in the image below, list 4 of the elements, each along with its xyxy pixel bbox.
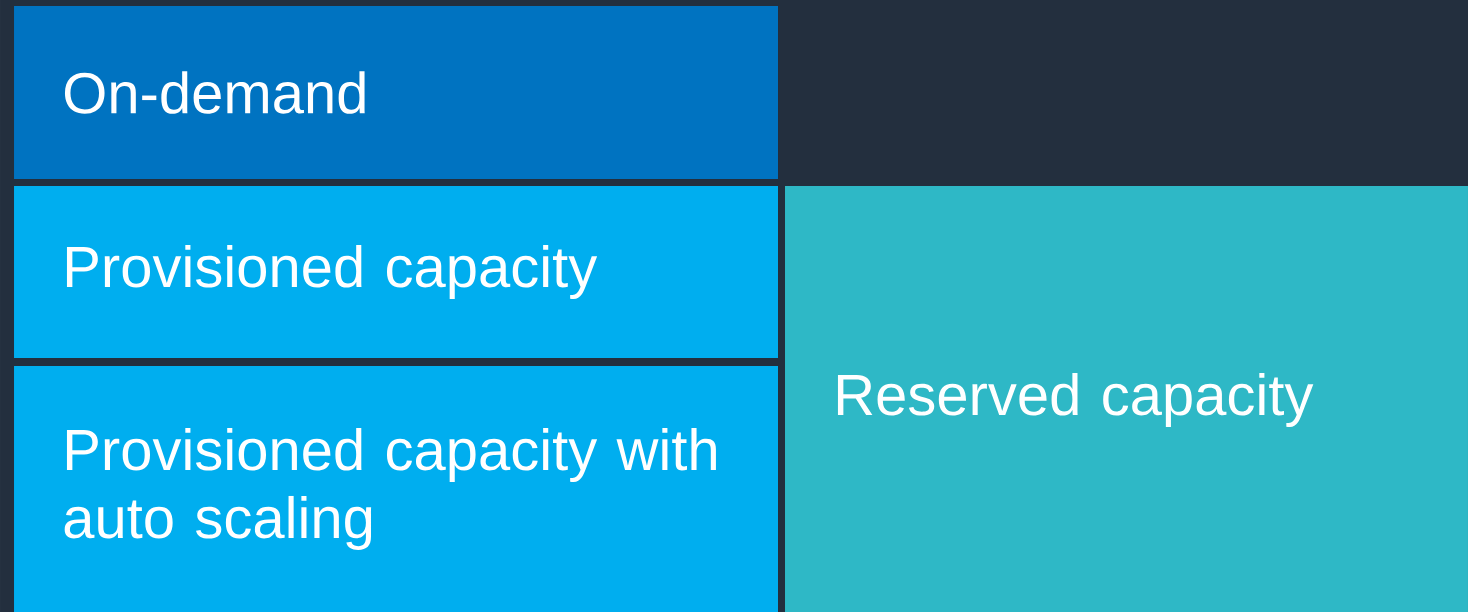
category-box: Provisioned capacity: [14, 186, 778, 358]
category-box: Reserved capacity: [785, 186, 1468, 612]
category-box: Provisioned capacity with auto scaling: [14, 366, 778, 612]
category-box: On-demand: [14, 6, 778, 179]
